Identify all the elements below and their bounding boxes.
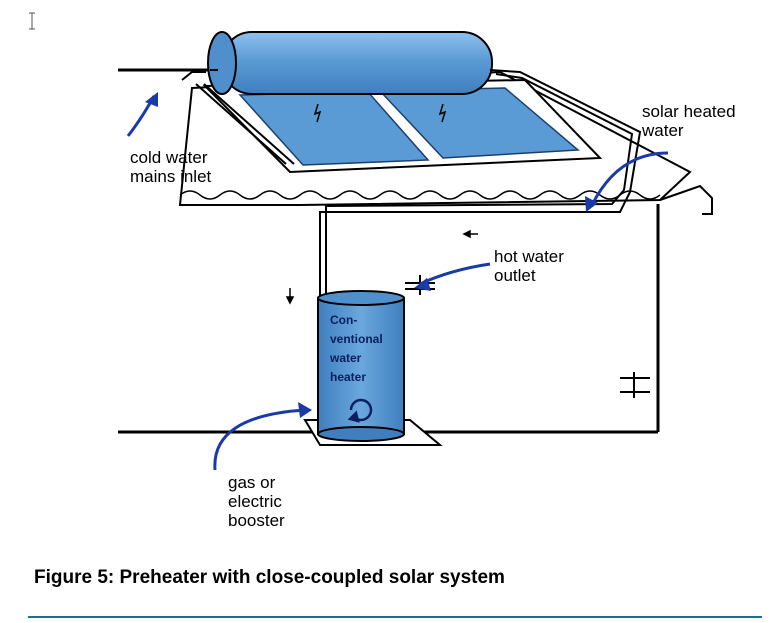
solar-heated-label-2: water [641,121,684,140]
storage-tank-cylinder [207,31,493,95]
booster-label-2: electric [228,492,282,511]
booster-label-1: gas or [228,473,276,492]
tank-label-2: ventional [330,332,383,346]
tank-label-4: heater [330,370,366,384]
pipes [181,69,650,402]
booster-swirl-icon [347,398,373,423]
annotation-arrowheads [145,92,598,418]
cold-water-label-2: mains inlet [130,167,212,186]
figure-caption: Figure 5: Preheater with close-coupled s… [34,567,505,588]
booster-label-3: booster [228,511,285,530]
tank-label-1: Con- [330,313,357,327]
flow-arrows [285,229,478,305]
tank-label-3: water [329,351,362,365]
hot-water-label-1: hot water [494,247,564,266]
water-heater-tank: Con- ventional water heater [303,290,443,446]
cold-water-label-1: cold water [130,148,208,167]
text-cursor-icon [29,12,35,30]
hot-water-label-2: outlet [494,266,536,285]
solar-heated-label-1: solar heated [642,102,736,121]
